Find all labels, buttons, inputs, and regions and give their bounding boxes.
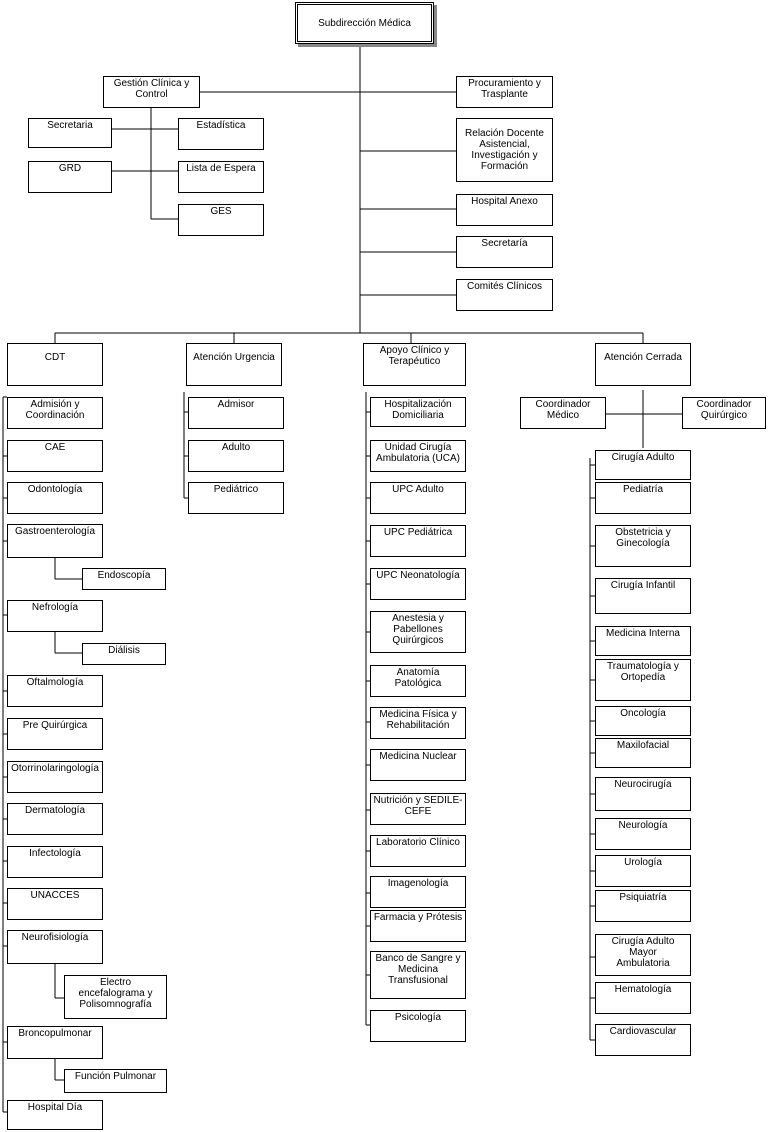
node-secretaria-gestion: Secretaria xyxy=(28,118,112,148)
node-anatomia-patologica: Anatomía Patológica xyxy=(370,665,466,697)
node-atencion-urgencia: Atención Urgencia xyxy=(186,343,282,386)
node-imagenologia: Imagenología xyxy=(370,876,466,908)
node-nefrologia: Nefrología xyxy=(7,600,103,632)
node-hospital-anexo: Hospital Anexo xyxy=(456,194,553,226)
node-dialisis: Diálisis xyxy=(82,643,166,665)
node-oftalmologia: Oftalmología xyxy=(7,675,103,707)
node-hematologia: Hematología xyxy=(595,982,691,1014)
node-medicina-interna: Medicina Interna xyxy=(595,626,691,656)
node-admisor: Admisor xyxy=(188,397,284,429)
node-odontologia: Odontología xyxy=(7,482,103,514)
node-gestion-clinica: Gestión Clínica y Control xyxy=(103,76,200,108)
node-upc-pediatrica: UPC Pediátrica xyxy=(370,525,466,557)
node-cirugia-adulto: Cirugía Adulto xyxy=(595,450,691,480)
node-psiquiatria: Psiquiatría xyxy=(595,890,691,922)
node-traumatologia-ortopedia: Traumatología y Ortopedía xyxy=(595,659,691,701)
node-pediatrico: Pediátrico xyxy=(188,482,284,514)
node-grd: GRD xyxy=(28,161,112,193)
node-broncopulmonar: Broncopulmonar xyxy=(7,1026,103,1059)
node-cardiovascular: Cardiovascular xyxy=(595,1024,691,1056)
node-laboratorio-clinico: Laboratorio Clínico xyxy=(370,835,466,867)
node-infectologia: Infectología xyxy=(7,846,103,878)
node-atencion-cerrada: Atención Cerrada xyxy=(595,343,691,386)
node-coordinador-medico: Coordinador Médico xyxy=(520,397,606,429)
node-dermatologia: Dermatología xyxy=(7,803,103,835)
node-estadistica: Estadística xyxy=(178,118,264,150)
node-maxilofacial: Maxilofacial xyxy=(595,738,691,768)
connector-lines xyxy=(2,44,682,1113)
node-unidad-cirugia-ambulatoria: Unidad Cirugía Ambulatoria (UCA) xyxy=(370,440,466,472)
node-cirugia-adulto-mayor: Cirugía Adulto Mayor Ambulatoria xyxy=(595,934,691,976)
node-secretaria: Secretaría xyxy=(456,236,553,268)
node-cdt: CDT xyxy=(7,343,103,386)
node-medicina-fisica: Medicina Física y Rehabilitación xyxy=(370,707,466,739)
node-cae: CAE xyxy=(7,440,103,472)
node-ges: GES xyxy=(178,204,264,236)
node-procuramiento: Procuramiento y Trasplante xyxy=(456,76,553,108)
node-upc-neonatologia: UPC Neonatología xyxy=(370,568,466,600)
node-cirugia-infantil: Cirugía Infantil xyxy=(595,578,691,614)
node-hospitalizacion-domiciliaria: Hospitalización Domiciliaria xyxy=(370,397,466,427)
node-gastroenterologia: Gastroenterología xyxy=(7,524,103,558)
node-obstetricia-ginecologia: Obstetricia y Ginecología xyxy=(595,525,691,567)
node-oncologia: Oncología xyxy=(595,706,691,736)
node-coordinador-quirurgico: Coordinador Quirúrgico xyxy=(682,397,766,429)
node-farmacia-protesis: Farmacia y Prótesis xyxy=(370,910,466,942)
node-medicina-nuclear: Medicina Nuclear xyxy=(370,749,466,781)
node-upc-adulto: UPC Adulto xyxy=(370,482,466,514)
node-lista-espera: Lista de Espera xyxy=(178,161,264,193)
node-banco-sangre: Banco de Sangre y Medicina Transfusional xyxy=(370,951,466,999)
node-adulto: Adulto xyxy=(188,440,284,472)
node-nutricion-sedile: Nutrición y SEDILE- CEFE xyxy=(370,793,466,825)
node-urologia: Urología xyxy=(595,855,691,887)
node-otorrinolaringologia: Otorrinolaringología xyxy=(7,761,103,793)
node-neurocirugia: Neurocirugía xyxy=(595,777,691,811)
node-apoyo-clinico: Apoyo Clínico y Terapéutico xyxy=(363,343,466,386)
node-hospital-dia: Hospital Día xyxy=(7,1100,103,1130)
node-anestesia-pabellones: Anestesia y Pabellones Quirúrgicos xyxy=(370,611,466,653)
node-pediatria: Pediatría xyxy=(595,482,691,514)
node-electroencefalograma: Electro encefalograma y Polisomnografía xyxy=(64,975,167,1019)
node-endoscopia: Endoscopía xyxy=(82,568,166,590)
node-admision-coordinacion: Admisión y Coordinación xyxy=(7,397,103,429)
node-funcion-pulmonar: Función Pulmonar xyxy=(64,1069,167,1093)
node-neurofisiologia: Neurofisiología xyxy=(7,930,103,964)
node-psicologia: Psicología xyxy=(370,1010,466,1042)
node-comites-clinicos: Comités Clínicos xyxy=(456,279,553,311)
node-pre-quirurgica: Pre Quirúrgica xyxy=(7,718,103,750)
node-relacion-docente: Relación Docente Asistencial, Investigac… xyxy=(456,118,553,182)
node-neurologia: Neurología xyxy=(595,818,691,850)
node-subdireccion-medica: Subdirección Médica xyxy=(295,2,434,44)
node-unacces: UNACCES xyxy=(7,888,103,920)
